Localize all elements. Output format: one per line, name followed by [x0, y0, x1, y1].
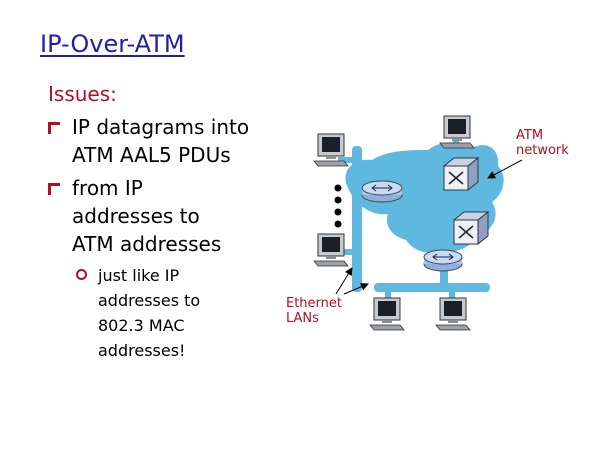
computer-icon	[435, 297, 471, 331]
computer-icon	[439, 115, 475, 149]
ethernet-lans-label: Ethernet LANs	[286, 296, 342, 326]
computer-icon	[369, 297, 405, 331]
atm-switch-middle-icon	[452, 210, 490, 246]
ethernet-bus-left	[352, 146, 362, 292]
more-hosts-dots	[334, 184, 342, 228]
computer-icon	[313, 233, 349, 267]
sub-bullet-marker-icon	[76, 269, 87, 280]
ethernet-bus-right	[374, 283, 490, 292]
ethernet-label-arrow-left	[335, 267, 353, 295]
computer-icon	[313, 133, 349, 167]
sub-bullet-text: just like IP addresses to 802.3 MAC addr…	[98, 266, 201, 360]
bullet-text: from IP addresses to ATM addresses	[72, 176, 222, 256]
ethernet-drop	[440, 262, 448, 286]
issues-heading: Issues:	[48, 82, 117, 106]
router-left-icon	[361, 180, 403, 203]
atm-switch-top-icon	[442, 156, 480, 192]
bullet-marker-icon	[48, 122, 60, 134]
atm-network-label: ATM network	[516, 128, 569, 158]
bullet-marker-icon	[48, 183, 60, 195]
slide-title: IP-Over-ATM	[40, 30, 185, 58]
bullet-text: IP datagrams into ATM AAL5 PDUs	[72, 115, 250, 167]
router-bottom-icon	[423, 249, 463, 272]
ethernet-label-arrow-right	[343, 283, 369, 295]
atm-label-arrow	[487, 159, 523, 179]
